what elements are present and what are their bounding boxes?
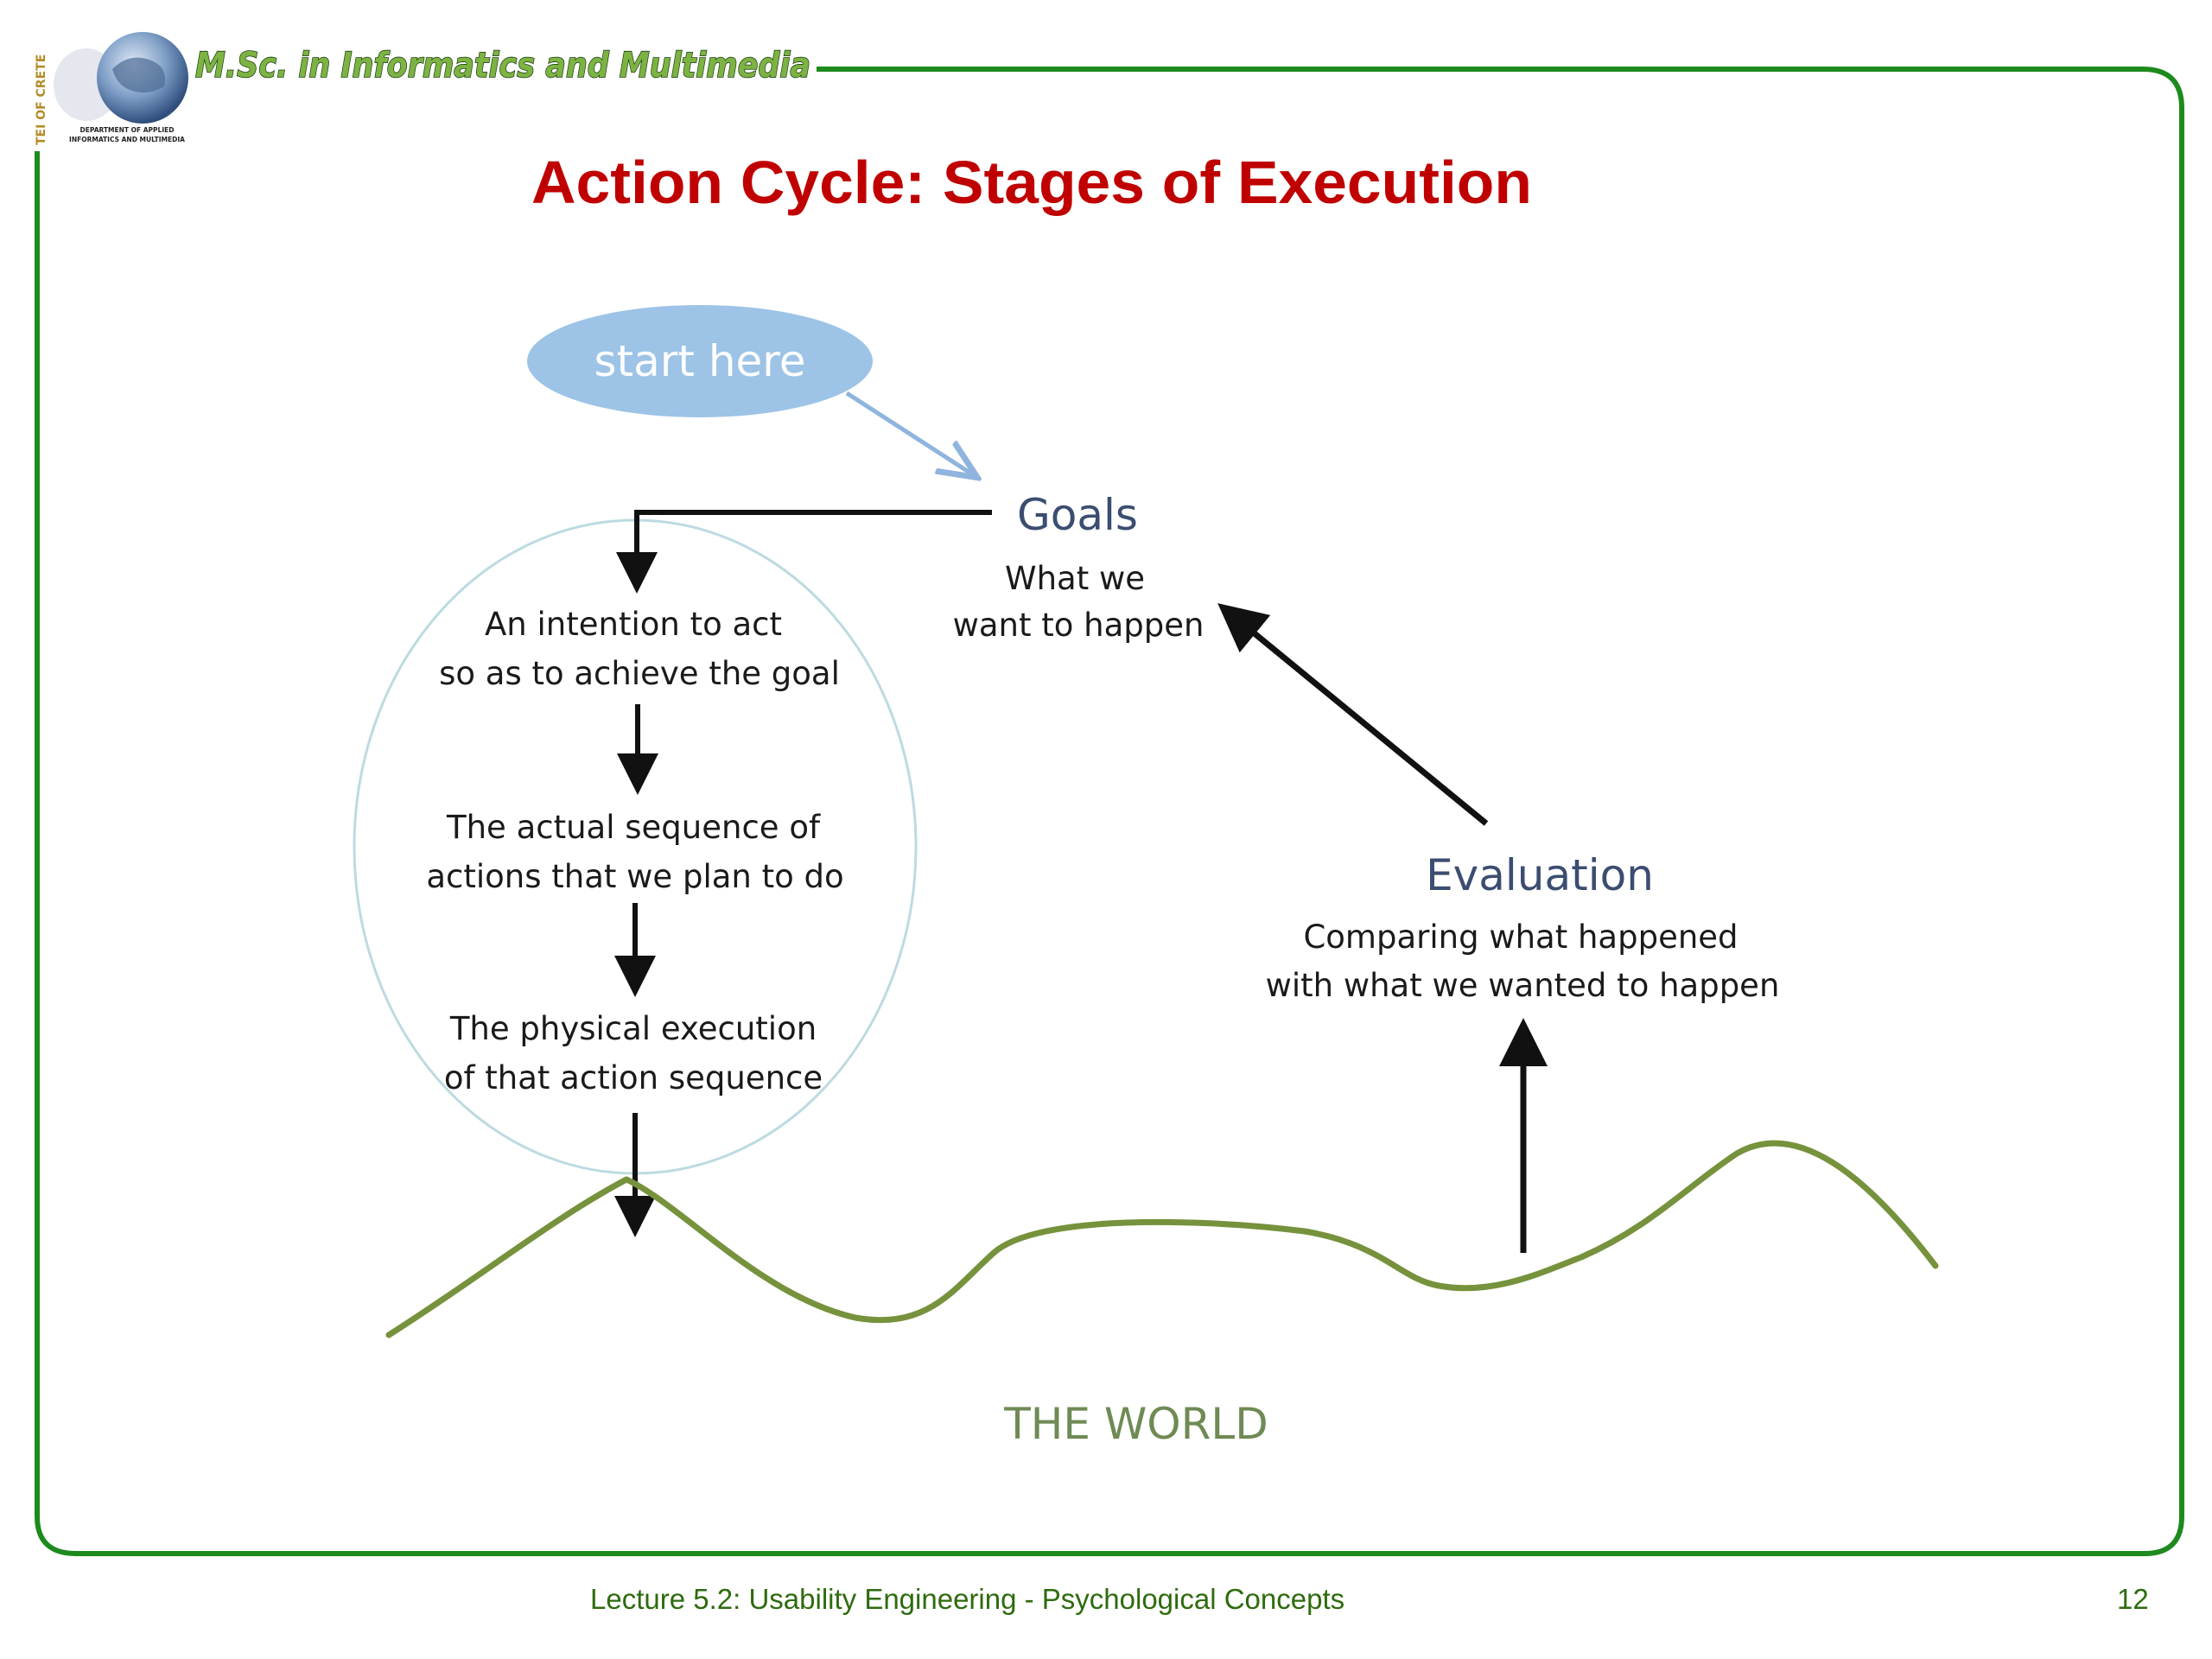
evaluation-line2: with what we wanted to happen [1266,967,1780,1004]
page-number: 12 [2117,1583,2149,1615]
world-line [385,1140,1939,1338]
slide-title: Action Cycle: Stages of Execution [531,149,1532,216]
globe-continent [112,57,165,93]
goals-connector [616,510,992,594]
world-label: THE WORLD [1003,1399,1268,1449]
evaluation-to-goals-arrow [1217,603,1489,826]
institution-vertical-text: TEI OF CRETE [35,54,48,145]
execution-line2: of that action sequence [444,1059,823,1096]
logo-side-stripe [32,31,51,148]
goals-line1: What we [1005,560,1145,597]
tei-logo: TEI OF CRETE DEPARTMENT OF APPLIED INFOR… [32,31,188,148]
intention-line1: An intention to act [485,606,782,643]
execution-line1: The physical execution [449,1010,817,1047]
sequence-line2: actions that we plan to do [426,858,843,895]
start-here-label: start here [594,336,805,386]
footer-lecture: Lecture 5.2: Usability Engineering - Psy… [590,1583,1344,1615]
intention-line2: so as to achieve the goal [439,655,840,692]
logo-caption-line1: DEPARTMENT OF APPLIED [80,126,175,134]
start-arrow [845,391,974,475]
evaluation-heading: Evaluation [1426,850,1654,900]
start-here-bubble [527,305,873,417]
slide-frame [35,67,2184,1556]
sequence-line1: The actual sequence of [446,809,821,846]
logo-caption-line2: INFORMATICS AND MULTIMEDIA [69,136,185,143]
goals-line2: want to happen [953,607,1205,644]
evaluation-line1: Comparing what happened [1303,918,1738,956]
program-title: M.Sc. in Informatics and Multimedia [195,46,810,86]
goals-heading: Goals [1017,490,1138,540]
